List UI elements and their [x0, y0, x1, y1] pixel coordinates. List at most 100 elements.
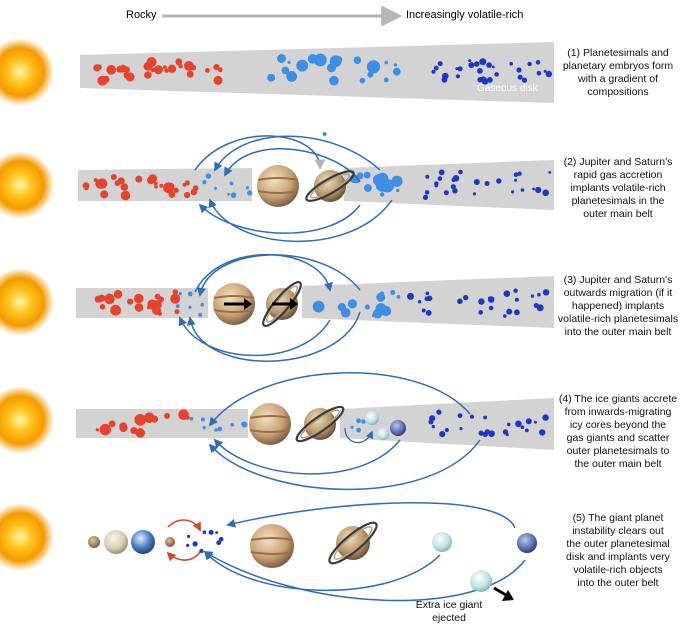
planetesimal-dot: [150, 415, 159, 423]
planetesimal-dot: [381, 180, 388, 186]
planetesimal-dot: [148, 303, 153, 307]
sun-row-3: [0, 268, 54, 336]
planetesimal-dot: [520, 188, 525, 192]
planetesimal-dot: [442, 72, 449, 80]
planetesimal-dot: [356, 172, 364, 180]
mercury: [88, 536, 100, 548]
planetesimal-dot: [489, 434, 493, 438]
planetesimal-dot: [187, 292, 192, 296]
planetesimal-dot: [390, 290, 396, 295]
planetesimal-dot: [516, 67, 522, 73]
jupiter: [257, 165, 299, 207]
planetesimal-dot: [452, 188, 458, 194]
planetesimal-dot: [477, 77, 483, 83]
planetesimal-dot: [279, 57, 285, 63]
planetesimal-dot: [229, 181, 234, 186]
planetesimal-dot: [536, 304, 544, 312]
planetesimal-dot: [491, 65, 495, 69]
scatter-arrow: [344, 427, 374, 444]
planetesimal-dot: [281, 66, 290, 75]
scatter-arrow: [203, 550, 441, 592]
saturn: [295, 405, 345, 443]
planetesimal-dot: [425, 310, 432, 316]
planetesimal-dot: [534, 420, 537, 424]
planetesimal-dot: [429, 415, 436, 422]
planetesimal-dot: [525, 418, 532, 425]
scatter-arrow: [178, 316, 331, 357]
planetesimal-dot: [120, 190, 131, 201]
panel-1-caption: (1) Planetesimals and planetary embryos …: [562, 47, 674, 98]
planetesimal-dot: [443, 190, 449, 196]
planetesimal-dot: [347, 299, 357, 309]
outward-migration-arrow: [224, 298, 252, 310]
planetesimal-dot: [96, 178, 108, 189]
planetesimal-dot: [189, 416, 194, 421]
planetesimal-dot: [185, 415, 190, 420]
planetesimal-dot: [120, 183, 129, 191]
planetesimal-dot: [200, 417, 205, 422]
scatter-arrow: [186, 311, 361, 362]
planetesimal-dot: [537, 292, 541, 297]
planetesimal-dot: [106, 65, 116, 75]
gaseous-disk-2-outer: [344, 160, 554, 210]
planetesimal-dot: [110, 304, 121, 316]
planetesimal-dot: [199, 548, 204, 554]
planetesimal-dot: [548, 171, 552, 174]
panel-4-caption: (4) The ice giants accrete from inwards-…: [558, 393, 678, 470]
jupiter: [249, 403, 291, 445]
planetesimal-dot: [93, 64, 101, 72]
planetesimal-dot: [217, 426, 223, 432]
planetesimal-dot: [154, 185, 158, 189]
planetesimal-dot: [125, 72, 135, 82]
planetesimal-dot: [329, 75, 339, 86]
volatile-rich-label: Increasingly volatile-rich: [406, 9, 524, 21]
planetesimal-dot: [241, 421, 248, 428]
planetesimal-dot: [167, 64, 177, 74]
planetesimal-dot: [437, 61, 443, 67]
planetesimal-dot: [517, 74, 523, 80]
planetesimal-dot: [147, 176, 155, 185]
planetesimal-dot: [135, 428, 145, 438]
planetesimal-dot: [364, 304, 370, 310]
planetesimal-dot: [542, 189, 549, 197]
planetesimal-dot: [391, 175, 403, 187]
scatter-arrow: [226, 502, 516, 529]
planetesimal-dot: [103, 78, 109, 83]
planetesimal-dot: [503, 314, 507, 318]
planetesimal-dot: [478, 310, 484, 315]
planetesimal-dot: [431, 424, 435, 429]
planetesimal-dot: [158, 311, 162, 316]
scatter-arrow: [203, 551, 526, 602]
ice-giant: [390, 420, 406, 436]
gaseous-disk-label: Gaseous disk: [477, 83, 538, 94]
planetesimal-dot: [188, 305, 192, 309]
planetesimal-dot: [202, 180, 207, 185]
planetesimal-dot: [127, 298, 134, 305]
saturn: [305, 170, 355, 202]
planetesimal-dot: [192, 541, 198, 547]
planetesimal-dot: [230, 192, 237, 198]
planetesimal-dot: [478, 298, 485, 305]
planetesimal-dot: [313, 53, 327, 67]
uranus: [432, 532, 452, 552]
gaseous-disk-3-inner: [76, 288, 208, 318]
planetesimal-dot: [316, 306, 321, 312]
planetesimal-dot: [334, 56, 342, 64]
planetesimal-dot: [135, 175, 143, 183]
planetesimal-dot: [434, 183, 439, 188]
planetesimal-dot: [216, 540, 222, 546]
scatter-arrow: [208, 372, 471, 427]
planetesimal-dot: [172, 289, 179, 295]
planetesimal-dot: [455, 67, 459, 71]
neptune: [517, 533, 537, 553]
planetesimal-dot: [468, 62, 475, 69]
planetesimal-dot: [356, 427, 361, 433]
planetesimal-dot: [506, 308, 513, 315]
planetesimal-dot: [514, 178, 518, 182]
planetesimal-dot: [187, 534, 191, 539]
venus: [104, 530, 128, 554]
planetesimal-dot: [437, 176, 443, 181]
planetesimal-dot: [502, 429, 508, 435]
implant-arrow: [167, 519, 201, 532]
